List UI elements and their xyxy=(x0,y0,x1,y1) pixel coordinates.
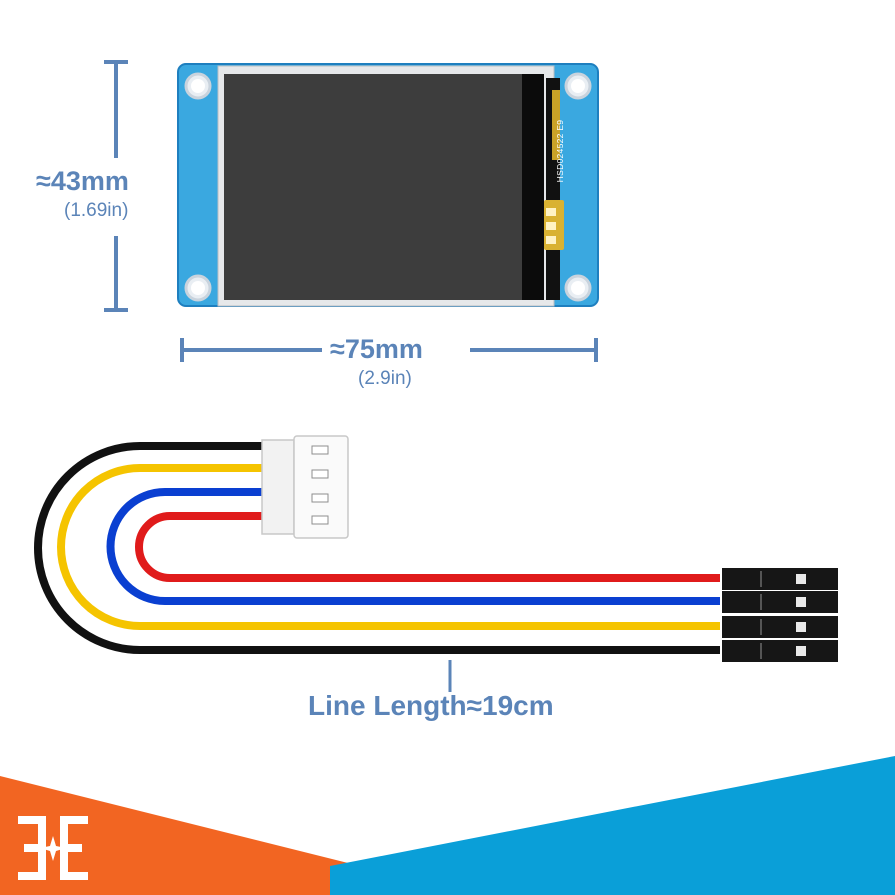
height-dimension-label: ≈43mm xyxy=(36,166,129,196)
dupont-header xyxy=(722,616,838,638)
dupont-header xyxy=(722,568,838,590)
mounting-hole xyxy=(184,274,212,302)
lcd-screen xyxy=(224,74,522,300)
mounting-hole xyxy=(564,274,592,302)
width-dimension-label: ≈75mm xyxy=(330,334,423,364)
pcb-model-label: HSD024522 E9 xyxy=(555,119,565,183)
dupont-headers xyxy=(722,568,838,662)
black-wire xyxy=(34,442,720,654)
yellow-wire xyxy=(57,464,720,630)
ribbon-cable xyxy=(34,442,720,654)
width-dimension-line xyxy=(180,338,598,362)
height-dimension-line xyxy=(104,60,128,312)
display-module xyxy=(177,63,599,307)
3e-logo-icon xyxy=(18,816,88,880)
red-wire xyxy=(135,512,720,582)
cable-length-label: Line Length≈19cm xyxy=(308,690,554,721)
brand-banner xyxy=(0,756,895,895)
width-dimension-sublabel: (2.9in) xyxy=(358,368,412,389)
height-dimension-sublabel: (1.69in) xyxy=(64,200,129,221)
blue-wire xyxy=(106,488,720,605)
dupont-header xyxy=(722,640,838,662)
mounting-hole xyxy=(564,72,592,100)
dupont-header xyxy=(722,591,838,613)
jst-connector xyxy=(261,435,349,539)
mounting-hole xyxy=(184,72,212,100)
